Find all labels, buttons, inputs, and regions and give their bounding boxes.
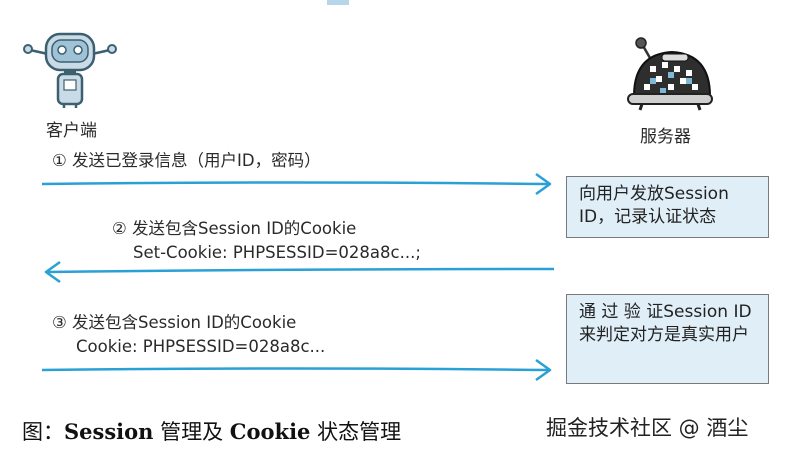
arrow-2-to-client	[44, 260, 555, 284]
caption-suffix: 状态管理	[310, 420, 402, 444]
caption-mid: 管理及	[153, 420, 230, 444]
server-robot-icon	[627, 37, 713, 111]
top-decoration	[327, 0, 349, 5]
message-1-text: ① 发送已登录信息（用户ID，密码）	[52, 151, 321, 170]
arrow-1-to-server	[41, 172, 552, 196]
figure-caption: 图：Session 管理及 Cookie 状态管理	[22, 416, 401, 446]
message-2-text: ② 发送包含Session ID的Cookie	[112, 219, 357, 238]
robot-client-icon	[23, 32, 117, 108]
watermark: 掘金技术社区 @ 酒尘	[546, 416, 749, 440]
server-action-text-2: 通 过 验 证Session ID来判定对方是真实用户	[579, 302, 752, 345]
message-3-header: Cookie: PHPSESSID=028a8c...	[76, 337, 326, 356]
server-action-text-1: 向用户发放Session ID，记录认证状态	[579, 184, 729, 227]
server-action-box-1: 向用户发放Session ID，记录认证状态	[566, 176, 769, 238]
caption-term-cookie: Cookie	[229, 419, 311, 444]
caption-term-session: Session	[64, 419, 154, 444]
server-label: 服务器	[640, 127, 691, 147]
message-3-text: ③ 发送包含Session ID的Cookie	[52, 313, 297, 332]
message-2-header: Set-Cookie: PHPSESSID=028a8c...;	[133, 243, 421, 262]
server-action-box-2: 通 过 验 证Session ID来判定对方是真实用户	[566, 294, 769, 384]
client-label: 客户端	[46, 121, 97, 141]
caption-prefix: 图：	[22, 420, 64, 444]
arrow-3-to-server	[41, 358, 552, 382]
